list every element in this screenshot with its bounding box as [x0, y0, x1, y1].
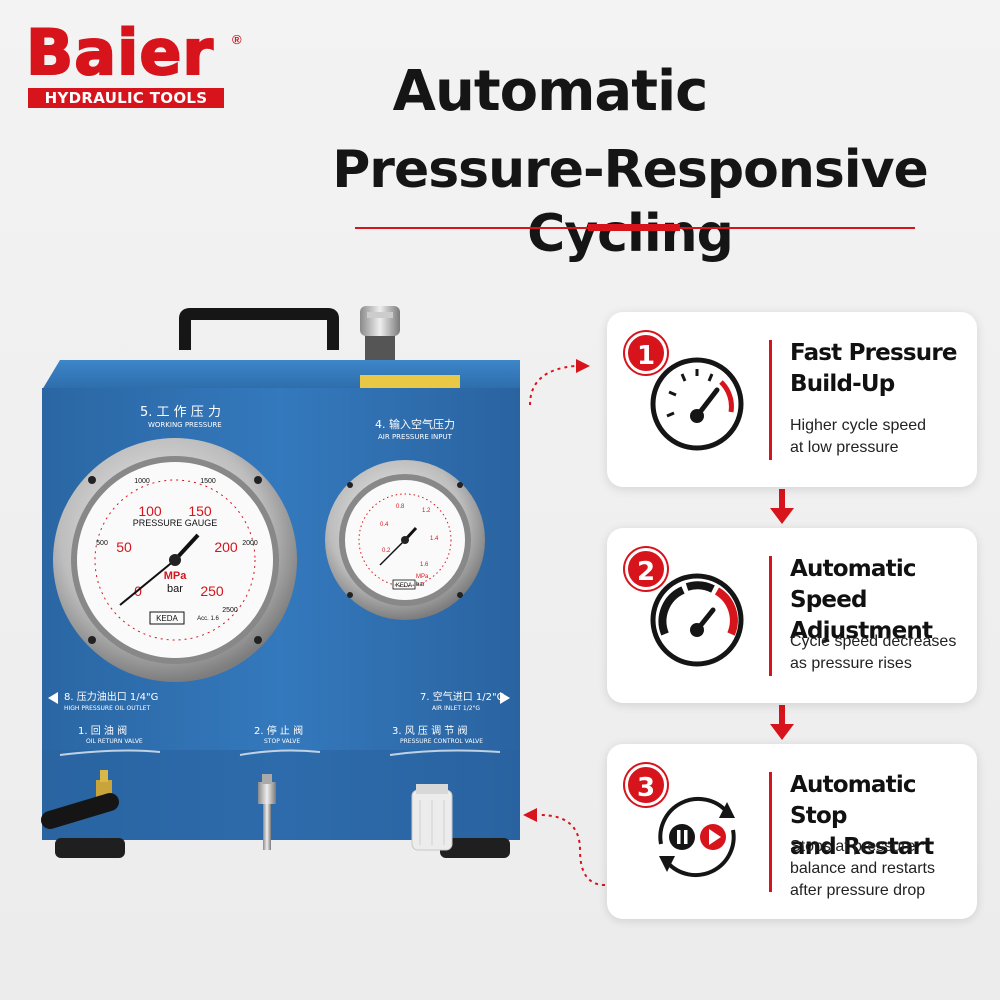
air-pressure-gauge: 0.2 0.4 0.8 1.2 1.4 1.6 MPa bar KEDA [325, 460, 485, 620]
svg-text:250: 250 [200, 583, 224, 599]
step-card-1: 1 Fast Pressure Build-Up Higher cycle sp… [607, 312, 977, 487]
carry-handle [179, 308, 339, 350]
oil-outlet-label: 8. 压力油出口 1/4"G [64, 690, 158, 703]
step-card-3: 3 Automatic Stop and Restart Stops at pr… [607, 744, 977, 919]
step-description: Stops at pressure balance and restarts a… [790, 838, 935, 899]
svg-text:MPa: MPa [416, 574, 429, 580]
brand-name: Baier [25, 16, 214, 89]
oil-return-valve-label: 1. 回 油 阀 [78, 724, 127, 737]
working-pressure-label-en: WORKING PRESSURE [148, 421, 222, 429]
hydraulic-pump-machine: 5. 工 作 压 力 WORKING PRESSURE 4. 输入空气压力 AI… [41, 306, 520, 858]
speedometer-icon [650, 573, 744, 667]
step-heading: Automatic Stop and Restart [790, 772, 934, 860]
headline-divider-accent [588, 224, 680, 231]
step-number-badge: 1 [625, 332, 667, 374]
svg-text:KEDA: KEDA [156, 614, 178, 623]
svg-text:0.2: 0.2 [382, 548, 391, 554]
svg-text:1.4: 1.4 [430, 536, 439, 542]
oil-return-valve-label-en: OIL RETURN VALVE [86, 738, 143, 745]
svg-text:50: 50 [116, 539, 132, 555]
brand-logo: Baier ® HYDRAULIC TOOLS [25, 16, 242, 108]
svg-text:Acc. 1.6: Acc. 1.6 [197, 616, 219, 622]
air-inlet-label: 7. 空气进口 1/2"G [420, 690, 504, 703]
card-separator [769, 340, 772, 460]
svg-text:1000: 1000 [134, 478, 150, 485]
svg-text:MPa: MPa [164, 570, 188, 582]
pause-play-cycle-icon [658, 797, 736, 877]
stop-valve-stem [258, 774, 276, 850]
svg-text:1.6: 1.6 [420, 562, 429, 568]
arrow-right-icon [576, 359, 590, 373]
svg-text:100: 100 [138, 503, 162, 519]
air-inlet-label-en: AIR INLET 1/2"G [432, 705, 480, 712]
pressure-control-knob [411, 784, 453, 851]
svg-text:bar: bar [416, 582, 425, 588]
svg-text:0.8: 0.8 [396, 504, 405, 510]
card-separator [769, 556, 772, 676]
registered-mark: ® [232, 32, 242, 47]
svg-text:1500: 1500 [200, 478, 216, 485]
svg-text:2000: 2000 [242, 540, 258, 547]
step-heading: Automatic Speed Adjustment [790, 556, 933, 644]
top-valve-knob [360, 306, 400, 360]
oil-outlet-label-en: HIGH PRESSURE OIL OUTLET [64, 705, 150, 712]
headline-line-1: Automatic [392, 59, 709, 124]
step-heading: Fast Pressure Build-Up [790, 340, 957, 397]
working-pressure-label: 5. 工 作 压 力 [140, 405, 221, 420]
svg-text:200: 200 [214, 539, 238, 555]
arrow-down-icon-2 [770, 705, 794, 740]
stop-valve-label-en: STOP VALVE [264, 738, 300, 745]
air-pressure-label: 4. 输入空气压力 [375, 417, 455, 431]
card-separator [769, 772, 772, 892]
step-description: Cycle speed decreases as pressure rises [790, 633, 957, 672]
oil-return-valve-handle [41, 770, 119, 829]
step-description: Higher cycle speed at low pressure [790, 417, 927, 456]
working-pressure-gauge: PRESSURE GAUGE MPa bar KEDA Acc. 1.6 0 5… [53, 438, 297, 682]
pressure-control-valve-label-en: PRESSURE CONTROL VALVE [400, 738, 483, 745]
svg-text:150: 150 [188, 503, 212, 519]
arrow-down-icon-1 [770, 489, 794, 524]
stop-valve-label: 2. 停 止 阀 [254, 724, 303, 737]
step-number-badge: 2 [625, 548, 667, 590]
svg-text:0.4: 0.4 [380, 522, 389, 528]
air-pressure-label-en: AIR PRESSURE INPUT [378, 433, 453, 441]
step-card-2: 2 Automatic Speed Adjustment Cycle speed… [607, 528, 977, 703]
svg-text:2500: 2500 [222, 607, 238, 614]
step-number-badge: 3 [625, 764, 667, 806]
pressure-gauge-icon [650, 357, 744, 451]
svg-text:bar: bar [167, 583, 183, 595]
svg-text:500: 500 [96, 540, 108, 547]
brand-tagline: HYDRAULIC TOOLS [28, 88, 224, 108]
svg-text:1.2: 1.2 [422, 508, 431, 514]
svg-text:PRESSURE GAUGE: PRESSURE GAUGE [133, 518, 218, 528]
headline-line-2: Pressure-Responsive Cycling [332, 140, 929, 264]
svg-text:KEDA: KEDA [396, 583, 412, 589]
pressure-control-valve-label: 3. 风 压 调 节 阀 [392, 724, 467, 737]
